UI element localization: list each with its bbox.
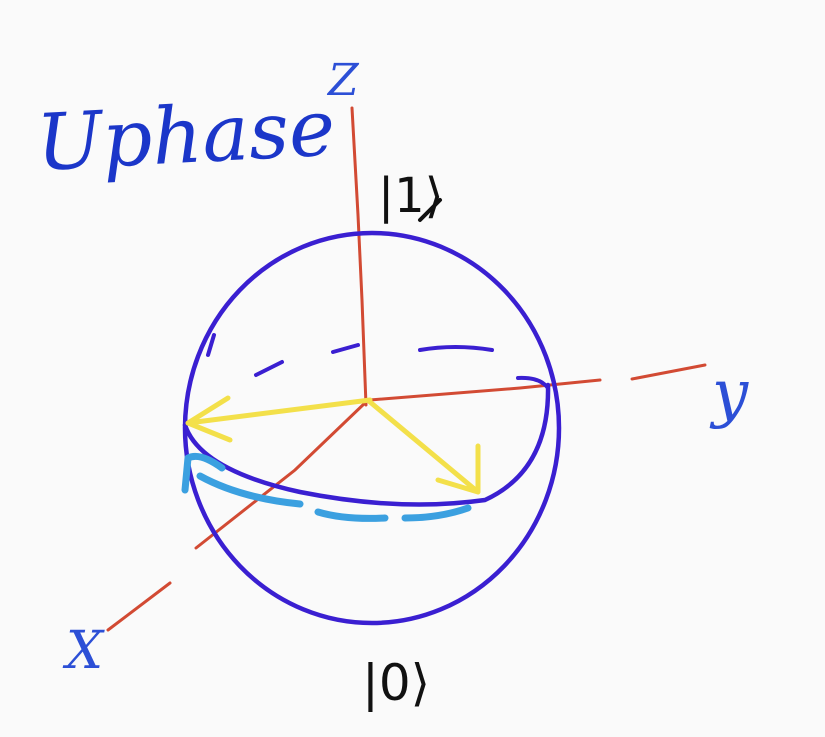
y-axis-line: [368, 363, 707, 402]
state-vector-rotated: [185, 395, 373, 443]
z-axis-label: Z: [326, 55, 360, 106]
equator-back-dash-4: [418, 345, 494, 352]
z-axis-line: [350, 106, 368, 407]
equator-back-dash-1: [206, 333, 216, 357]
state-vector-initial: [367, 399, 481, 495]
y-axis-label: y: [709, 357, 749, 431]
phase-rotation-arrow: [181, 452, 472, 522]
ket-one-label: |1⟩: [378, 168, 443, 224]
ket-zero-label: |0⟩: [362, 654, 430, 712]
equator-back-dash-5: [516, 375, 550, 390]
equator-back-dash-3: [331, 343, 360, 354]
ket-one-tail: [418, 198, 442, 222]
x-axis-line: [106, 400, 368, 632]
equator-back-dash-2: [254, 360, 284, 377]
title: Uphase: [34, 83, 337, 189]
x-axis-label: X: [62, 621, 105, 681]
sphere-outline: [182, 230, 562, 626]
